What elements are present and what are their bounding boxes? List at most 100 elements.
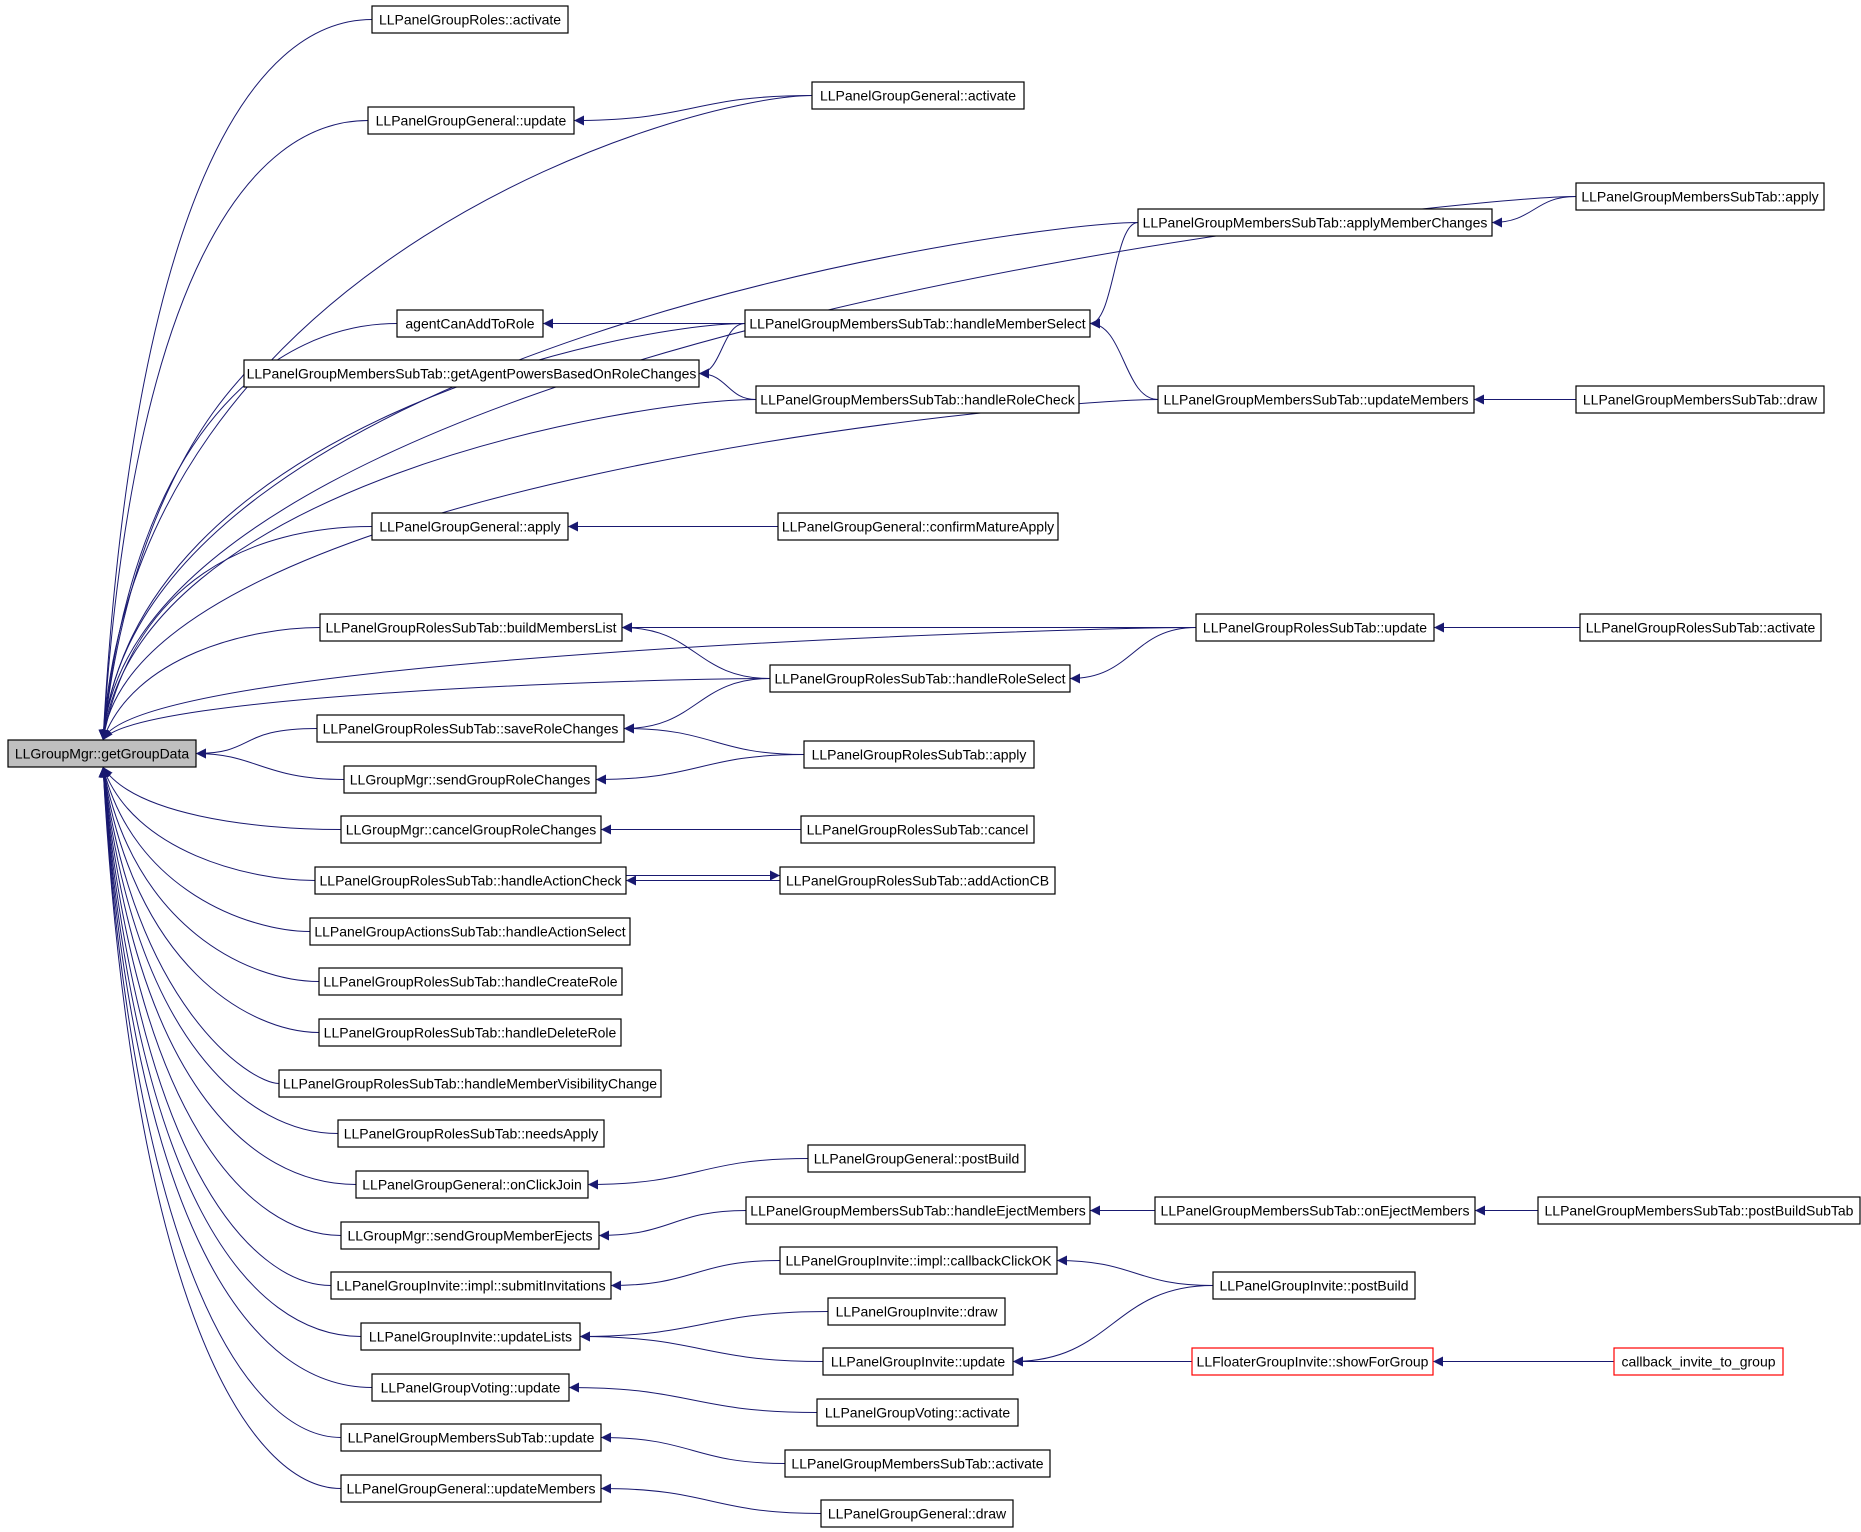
node-box [340, 1474, 602, 1503]
node-general-post-build[interactable]: LLPanelGroupGeneral::postBuild [807, 1144, 1026, 1173]
node-handle-action-check[interactable]: LLPanelGroupRolesSubTab::handleActionChe… [314, 866, 627, 895]
node-agent-can-add-to-role[interactable]: agentCanAddToRole [396, 309, 544, 338]
edge-voting-activate-to-voting-update [568, 1382, 818, 1413]
node-handle-role-check[interactable]: LLPanelGroupMembersSubTab::handleRoleChe… [755, 385, 1080, 414]
node-label: LLPanelGroupMembersSubTab::draw [1583, 392, 1818, 408]
node-roles-sub-apply[interactable]: LLPanelGroupRolesSubTab::apply [803, 740, 1035, 769]
node-handle-eject-members[interactable]: LLPanelGroupMembersSubTab::handleEjectMe… [745, 1196, 1091, 1225]
edge-handle-role-select-to-save-role-changes [623, 678, 771, 734]
node-roles-sub-cancel[interactable]: LLPanelGroupRolesSubTab::cancel [800, 815, 1035, 844]
node-show-for-group[interactable]: LLFloaterGroupInvite::showForGroup [1191, 1347, 1434, 1376]
node-cancel-group-role-changes[interactable]: LLGroupMgr::cancelGroupRoleChanges [340, 815, 602, 844]
node-box [330, 1271, 612, 1300]
node-box [340, 1221, 600, 1250]
node-get-agent-powers[interactable]: LLPanelGroupMembersSubTab::getAgentPower… [243, 359, 700, 388]
node-on-eject-members[interactable]: LLPanelGroupMembersSubTab::onEjectMember… [1154, 1196, 1476, 1225]
node-needs-apply[interactable]: LLPanelGroupRolesSubTab::needsApply [337, 1119, 605, 1148]
node-label: LLPanelGroupRolesSubTab::handleCreateRol… [323, 974, 617, 990]
node-label: LLPanelGroupGeneral::update [376, 113, 567, 129]
edge-on-click-join-to-get-group-data [98, 766, 357, 1185]
node-label: LLFloaterGroupInvite::showForGroup [1197, 1354, 1429, 1370]
node-label: LLPanelGroupInvite::impl::submitInvitati… [336, 1278, 605, 1294]
node-box [822, 1347, 1014, 1376]
node-submit-invitations[interactable]: LLPanelGroupInvite::impl::submitInvitati… [330, 1271, 612, 1300]
node-general-activate[interactable]: LLPanelGroupGeneral::activate [811, 81, 1025, 110]
node-general-update[interactable]: LLPanelGroupGeneral::update [367, 106, 575, 135]
node-box [367, 106, 575, 135]
node-box [371, 512, 569, 541]
node-label: LLPanelGroupGeneral::activate [820, 88, 1016, 104]
node-box [816, 1398, 1019, 1427]
node-apply-member-changes[interactable]: LLPanelGroupMembersSubTab::applyMemberCh… [1137, 208, 1493, 237]
node-update-lists[interactable]: LLPanelGroupInvite::updateLists [360, 1322, 581, 1351]
edge-build-members-list-to-get-group-data [101, 627, 321, 741]
node-get-group-data[interactable]: LLGroupMgr::getGroupData [7, 739, 197, 768]
node-callback-click-ok[interactable]: LLPanelGroupInvite::impl::callbackClickO… [779, 1246, 1058, 1275]
node-label: LLPanelGroupRolesSubTab::activate [1586, 620, 1816, 636]
node-confirm-mature-apply[interactable]: LLPanelGroupGeneral::confirmMatureApply [777, 512, 1059, 541]
node-handle-role-select[interactable]: LLPanelGroupRolesSubTab::handleRoleSelec… [769, 664, 1071, 693]
node-general-update-members[interactable]: LLPanelGroupGeneral::updateMembers [340, 1474, 602, 1503]
node-callback-invite[interactable]: callback_invite_to_group [1613, 1347, 1784, 1376]
node-box [755, 385, 1080, 414]
node-handle-member-visibility-change[interactable]: LLPanelGroupRolesSubTab::handleMemberVis… [278, 1069, 662, 1098]
edge-handle-eject-members-to-send-group-member-ejects [598, 1210, 747, 1241]
node-box [779, 866, 1056, 895]
node-label: LLPanelGroupInvite::updateLists [369, 1329, 572, 1345]
node-handle-create-role[interactable]: LLPanelGroupRolesSubTab::handleCreateRol… [318, 967, 623, 996]
node-box [803, 740, 1035, 769]
edge-update-lists-to-get-group-data [98, 766, 362, 1337]
node-box [779, 1246, 1058, 1275]
node-label: LLPanelGroupMembersSubTab::getAgentPower… [247, 366, 697, 382]
edge-update-members-to-handle-member-select [1089, 318, 1159, 400]
node-box [807, 1144, 1026, 1173]
node-post-build-sub-tab[interactable]: LLPanelGroupMembersSubTab::postBuildSubT… [1537, 1196, 1861, 1225]
node-build-members-list[interactable]: LLPanelGroupRolesSubTab::buildMembersLis… [319, 613, 623, 642]
node-handle-delete-role[interactable]: LLPanelGroupRolesSubTab::handleDeleteRol… [318, 1018, 622, 1047]
node-update-members[interactable]: LLPanelGroupMembersSubTab::updateMembers [1157, 385, 1475, 414]
node-label: LLPanelGroupMembersSubTab::applyMemberCh… [1143, 215, 1488, 231]
node-label: LLPanelGroupInvite::draw [836, 1304, 999, 1320]
node-general-apply[interactable]: LLPanelGroupGeneral::apply [371, 512, 569, 541]
node-label: LLPanelGroupRolesSubTab::needsApply [344, 1126, 599, 1142]
edge-apply-member-changes-to-get-group-data [98, 222, 1139, 741]
node-box [243, 359, 700, 388]
node-add-action-cb[interactable]: LLPanelGroupRolesSubTab::addActionCB [779, 866, 1056, 895]
node-invite-update[interactable]: LLPanelGroupInvite::update [822, 1347, 1014, 1376]
node-roles-activate[interactable]: LLPanelGroupRoles::activate [371, 5, 569, 34]
node-members-sub-update[interactable]: LLPanelGroupMembersSubTab::update [340, 1423, 602, 1452]
node-label: callback_invite_to_group [1621, 1354, 1775, 1370]
node-members-draw[interactable]: LLPanelGroupMembersSubTab::draw [1575, 385, 1825, 414]
node-box [1537, 1196, 1861, 1225]
node-general-draw[interactable]: LLPanelGroupGeneral::draw [820, 1499, 1014, 1528]
edge-members-sub-activate-to-members-sub-update [600, 1432, 786, 1464]
node-box [800, 815, 1035, 844]
edge-callback-click-ok-to-submit-invitations [610, 1260, 781, 1291]
edge-handle-action-select-to-get-group-data [100, 766, 311, 932]
node-label: LLPanelGroupMembersSubTab::apply [1581, 189, 1818, 205]
node-on-click-join[interactable]: LLPanelGroupGeneral::onClickJoin [355, 1170, 589, 1199]
node-roles-sub-activate[interactable]: LLPanelGroupRolesSubTab::activate [1579, 613, 1822, 642]
node-voting-activate[interactable]: LLPanelGroupVoting::activate [816, 1398, 1019, 1427]
node-handle-member-select[interactable]: LLPanelGroupMembersSubTab::handleMemberS… [744, 309, 1091, 338]
node-save-role-changes[interactable]: LLPanelGroupRolesSubTab::saveRoleChanges [316, 714, 625, 743]
node-roles-sub-update[interactable]: LLPanelGroupRolesSubTab::update [1195, 613, 1435, 642]
node-invite-post-build[interactable]: LLPanelGroupInvite::postBuild [1212, 1271, 1416, 1300]
node-invite-draw[interactable]: LLPanelGroupInvite::draw [827, 1297, 1006, 1326]
node-box [784, 1449, 1051, 1478]
node-box [1137, 208, 1493, 237]
node-send-group-role-changes[interactable]: LLGroupMgr::sendGroupRoleChanges [343, 765, 597, 794]
node-voting-update[interactable]: LLPanelGroupVoting::update [371, 1373, 570, 1402]
node-label: LLPanelGroupGeneral::updateMembers [346, 1481, 595, 1497]
node-handle-action-select[interactable]: LLPanelGroupActionsSubTab::handleActionS… [309, 917, 631, 946]
node-members-apply[interactable]: LLPanelGroupMembersSubTab::apply [1575, 182, 1825, 211]
node-send-group-member-ejects[interactable]: LLGroupMgr::sendGroupMemberEjects [340, 1221, 600, 1250]
edge-general-post-build-to-on-click-join [587, 1158, 809, 1190]
node-box [744, 309, 1091, 338]
node-label: LLPanelGroupMembersSubTab::handleMemberS… [749, 316, 1085, 332]
edge-needs-apply-to-get-group-data [99, 766, 339, 1134]
node-box [7, 739, 197, 768]
node-box [337, 1119, 605, 1148]
node-members-sub-activate[interactable]: LLPanelGroupMembersSubTab::activate [784, 1449, 1051, 1478]
